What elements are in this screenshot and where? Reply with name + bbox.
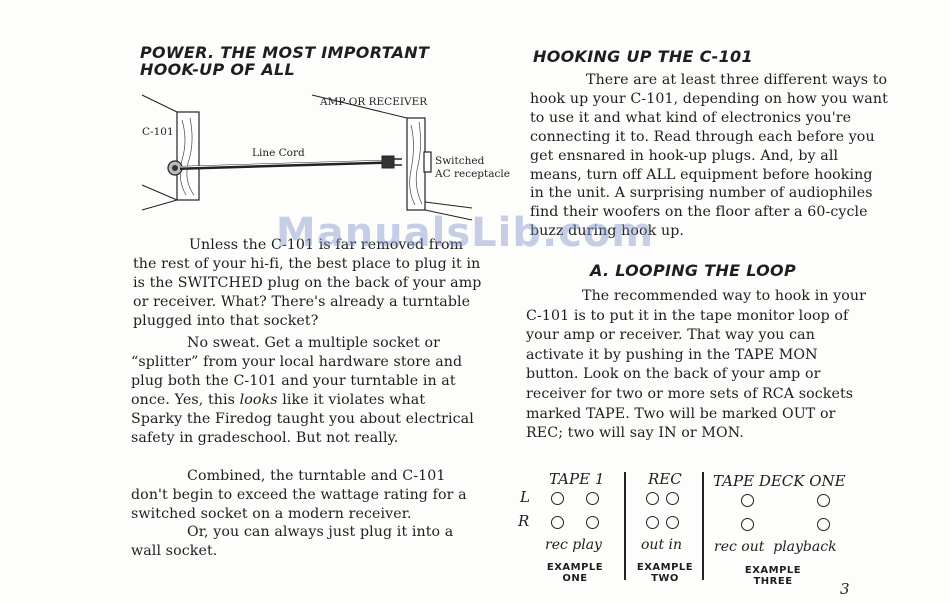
power-para-2-rest: like it violates what Sparky the Firedog… [131,391,474,446]
cord-label: Line Cord [252,147,305,159]
power-heading-line1: POWER. THE MOST IMPORTANT [140,43,430,62]
looping-para: The recommended way to hook in your C-10… [526,288,867,442]
example-two-sub: out in [641,537,683,553]
example-three-title: TAPE DECK ONE [713,472,846,490]
jack-one-r-play [586,516,599,529]
divider-two [702,472,704,580]
jack-three-l-recout [741,494,754,507]
watermark: ManualsLib.com [275,210,655,256]
jack-one-l-rec [551,492,564,505]
example-one-sub: rec play [545,537,602,553]
power-para-2-text: No sweat. Get a multiple socket or “spli… [131,335,463,408]
row-label-r: R [518,512,530,530]
hooking-up-heading: HOOKING UP THE C-101 [533,47,753,66]
amp-back-panel [406,117,426,211]
power-para-2-em: looks [239,391,278,408]
jack-three-r-playback [817,518,830,531]
power-para-4: Or, you can always just plug it into a w… [131,524,454,559]
jack-two-l-in [666,492,679,505]
ac-receptacle-label: AC receptacle [434,168,510,180]
jack-two-r-in [666,516,679,529]
looping-heading: A. LOOPING THE LOOP [590,261,796,280]
divider-one [624,472,626,580]
switched-label: Switched [435,155,485,167]
amp-label: AMP OR RECEIVER [319,96,428,108]
example-three-sub: rec out playback [714,539,837,555]
power-para-2: No sweat. Get a multiple socket or “spli… [131,334,479,447]
hooking-up-para: There are at least three different ways … [530,72,888,240]
jack-three-l-playback [817,494,830,507]
c101-label: C-101 [142,126,174,138]
jack-two-l-out [646,492,659,505]
example-two-title: REC [648,470,682,488]
ac-receptacle [423,151,432,173]
jack-three-r-recout [741,518,754,531]
power-para-1: Unless the C-101 is far removed from the… [133,237,482,329]
power-heading: POWER. THE MOST IMPORTANT HOOK-UP OF ALL [140,44,429,78]
page-number: 3 [840,580,850,598]
c101-unit-panel [176,111,200,201]
jack-two-r-out [646,516,659,529]
row-label-l: L [520,488,530,506]
jack-one-l-play [586,492,599,505]
power-hookup-diagram: AMP OR RECEIVER C-101 Line Cord Switched… [141,94,510,221]
example-one-title: TAPE 1 [549,470,605,488]
line-cord [179,160,383,170]
power-plug [381,155,395,169]
power-heading-line2: HOOK-UP OF ALL [140,60,296,79]
power-para-3: Combined, the turntable and C-101 don't … [131,468,467,522]
jack-one-r-rec [551,516,564,529]
